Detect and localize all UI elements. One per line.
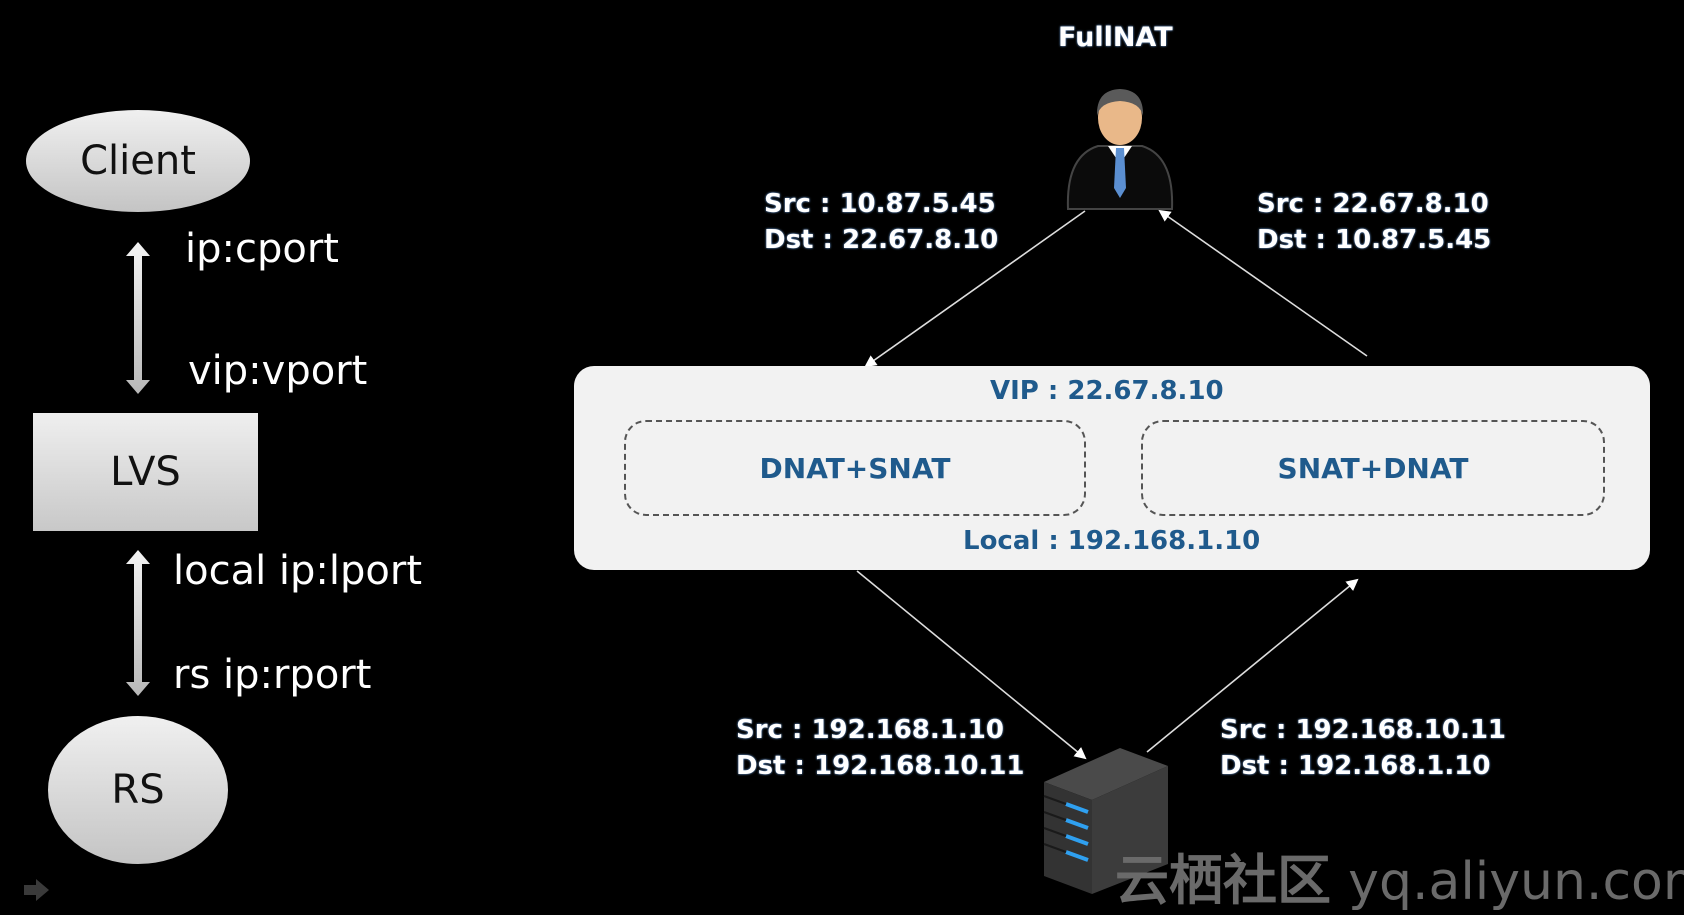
arrow-lvs-to-rs <box>856 570 1087 760</box>
lvs-rs-double-arrow <box>126 550 150 696</box>
packet-src: Src : 192.168.10.11 <box>1220 715 1506 745</box>
packet-dst: Dst : 10.87.5.45 <box>1257 225 1492 255</box>
outbound-module-label: SNAT+DNAT <box>1277 451 1469 485</box>
packet-src: Src : 10.87.5.45 <box>764 189 996 219</box>
inbound-module-label: DNAT+SNAT <box>759 451 951 485</box>
diagram-title: FullNAT <box>1058 22 1173 53</box>
vip-port-label: vip:vport <box>188 348 368 394</box>
next-arrow-icon[interactable] <box>22 878 52 902</box>
watermark-cn: 云栖社区 <box>1115 849 1331 912</box>
packet-lvs-to-rs: Src : 192.168.1.10 Dst : 192.168.10.11 <box>736 712 1025 784</box>
packet-src: Src : 192.168.1.10 <box>736 715 1004 745</box>
lvs-fullnat-box <box>574 366 1650 570</box>
rs-node: RS <box>48 716 228 864</box>
watermark: 云栖社区 yq.aliyun.com <box>1115 836 1684 915</box>
inbound-module: DNAT+SNAT <box>624 420 1086 516</box>
local-label: Local : 192.168.1.10 <box>963 526 1261 556</box>
packet-dst: Dst : 192.168.1.10 <box>1220 751 1491 781</box>
user-icon <box>1066 89 1174 210</box>
packet-dst: Dst : 192.168.10.11 <box>736 751 1025 781</box>
packet-src: Src : 22.67.8.10 <box>1257 189 1489 219</box>
packet-rs-to-lvs: Src : 192.168.10.11 Dst : 192.168.1.10 <box>1220 712 1506 784</box>
client-label: Client <box>80 138 196 184</box>
client-port-label: ip:cport <box>185 226 339 272</box>
local-port-label: local ip:lport <box>173 548 423 594</box>
arrow-lvs-to-client <box>1158 209 1368 357</box>
outbound-module: SNAT+DNAT <box>1141 420 1605 516</box>
lvs-node: LVS <box>33 413 258 531</box>
rs-port-label: rs ip:rport <box>173 652 372 698</box>
packet-dst: Dst : 22.67.8.10 <box>764 225 999 255</box>
rs-label: RS <box>111 767 165 813</box>
vip-label: VIP : 22.67.8.10 <box>990 376 1224 406</box>
client-node: Client <box>26 110 250 212</box>
arrow-rs-to-lvs <box>1146 578 1359 753</box>
packet-lvs-to-client: Src : 22.67.8.10 Dst : 10.87.5.45 <box>1257 186 1491 258</box>
watermark-url: yq.aliyun.com <box>1348 852 1684 912</box>
packet-client-to-lvs: Src : 10.87.5.45 Dst : 22.67.8.10 <box>764 186 998 258</box>
client-lvs-double-arrow <box>126 242 150 394</box>
lvs-label: LVS <box>110 449 181 495</box>
arrow-client-to-lvs <box>864 210 1086 368</box>
server-icon <box>1043 748 1168 894</box>
